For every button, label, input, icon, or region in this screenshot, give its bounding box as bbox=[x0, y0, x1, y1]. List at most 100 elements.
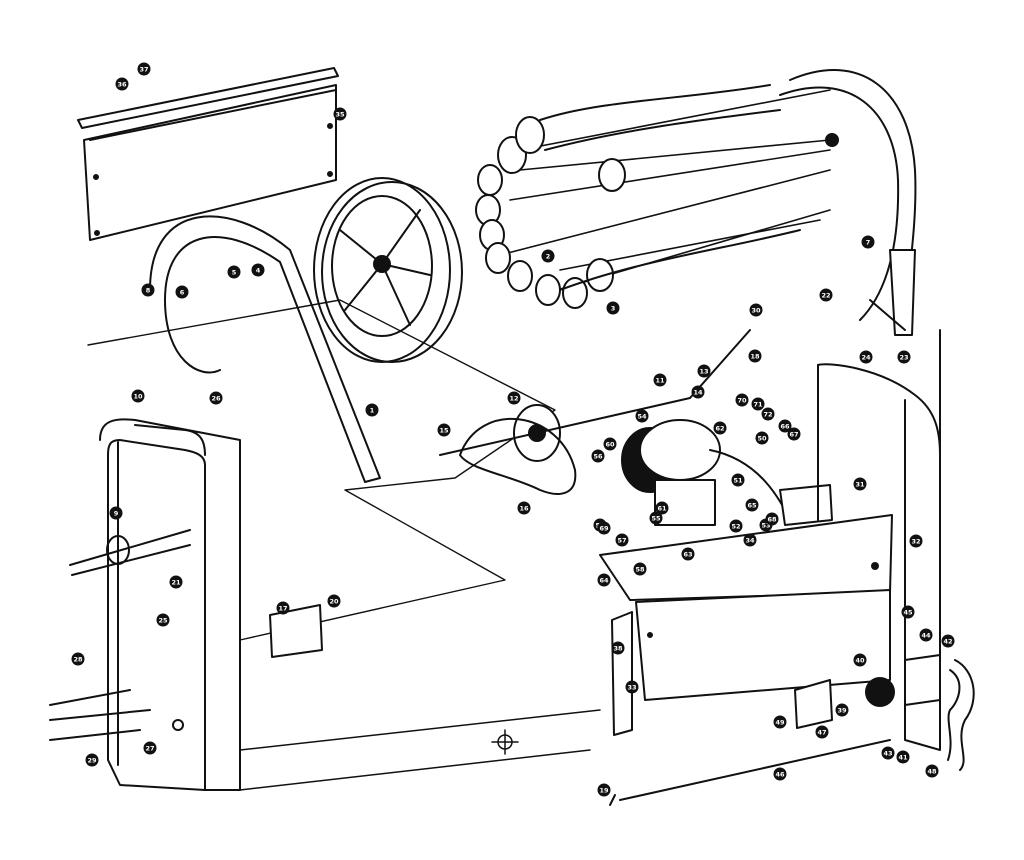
callout-number: 31 bbox=[855, 481, 865, 489]
callout-number: 43 bbox=[883, 750, 892, 758]
callout-number: 29 bbox=[87, 757, 97, 765]
callout-number: 67 bbox=[789, 431, 798, 439]
callout-14: 14 bbox=[691, 385, 705, 399]
callout-61: 61 bbox=[655, 501, 669, 515]
callout-number: 19 bbox=[599, 787, 609, 795]
callout-bubble bbox=[633, 562, 647, 576]
crosshair-mark bbox=[491, 729, 519, 755]
callout-bubble bbox=[853, 653, 867, 667]
callout-60: 60 bbox=[603, 437, 617, 451]
callout-2: 2 bbox=[541, 249, 555, 263]
callout-bubble bbox=[333, 107, 347, 121]
callout-number: 2 bbox=[546, 253, 551, 261]
callout-number: 3 bbox=[611, 305, 616, 313]
callout-number: 64 bbox=[599, 577, 609, 585]
callout-bubble bbox=[109, 506, 123, 520]
callout-8: 8 bbox=[141, 283, 155, 297]
callout-number: 15 bbox=[439, 427, 449, 435]
callout-number: 30 bbox=[751, 307, 761, 315]
drive-belt bbox=[149, 215, 381, 483]
callout-bubble bbox=[209, 391, 223, 405]
callout-number: 35 bbox=[335, 111, 345, 119]
callout-number: 47 bbox=[817, 729, 826, 737]
callout-bubble bbox=[606, 301, 620, 315]
callout-bubble bbox=[85, 753, 99, 767]
callout-bubble bbox=[773, 715, 787, 729]
callout-bubble bbox=[327, 594, 341, 608]
callout-number: 18 bbox=[750, 353, 760, 361]
callout-bubble bbox=[597, 573, 611, 587]
callout-47: 47 bbox=[815, 725, 829, 739]
callout-bubble bbox=[745, 498, 759, 512]
callout-30: 30 bbox=[749, 303, 763, 317]
callout-71: 71 bbox=[751, 397, 765, 411]
callout-27: 27 bbox=[143, 741, 157, 755]
callout-bubble bbox=[365, 403, 379, 417]
callout-56: 56 bbox=[591, 449, 605, 463]
top-panel bbox=[77, 67, 339, 241]
callout-number: 45 bbox=[903, 609, 913, 617]
callout-51: 51 bbox=[731, 473, 745, 487]
callout-64: 64 bbox=[597, 573, 611, 587]
callout-33: 33 bbox=[625, 680, 639, 694]
callout-number: 56 bbox=[593, 453, 603, 461]
callout-number: 5 bbox=[232, 269, 237, 277]
callout-37: 37 bbox=[137, 62, 151, 76]
callout-31: 31 bbox=[853, 477, 867, 491]
callout-number: 41 bbox=[898, 754, 908, 762]
callout-number: 66 bbox=[780, 423, 790, 431]
callout-bubble bbox=[755, 431, 769, 445]
callout-bubble bbox=[227, 265, 241, 279]
callout-24: 24 bbox=[859, 350, 873, 364]
control-panel bbox=[599, 514, 893, 701]
callout-bubble bbox=[71, 652, 85, 666]
callout-number: 65 bbox=[747, 502, 757, 510]
callout-bubble bbox=[713, 421, 727, 435]
callout-45: 45 bbox=[901, 605, 915, 619]
callout-number: 7 bbox=[866, 239, 871, 247]
callout-bubble bbox=[773, 767, 787, 781]
callout-5: 5 bbox=[227, 265, 241, 279]
callout-6: 6 bbox=[175, 285, 189, 299]
callout-35: 35 bbox=[333, 107, 347, 121]
callout-number: 55 bbox=[651, 515, 661, 523]
callout-bubble bbox=[819, 288, 833, 302]
callout-bubble bbox=[653, 373, 667, 387]
callout-bubble bbox=[743, 533, 757, 547]
callout-bubble bbox=[691, 385, 705, 399]
callout-21: 21 bbox=[169, 575, 183, 589]
callout-bubble bbox=[681, 547, 695, 561]
callout-bubble bbox=[611, 641, 625, 655]
callout-number: 51 bbox=[733, 477, 743, 485]
callout-7: 7 bbox=[861, 235, 875, 249]
callout-bubble bbox=[591, 449, 605, 463]
callout-number: 27 bbox=[145, 745, 154, 753]
callout-bubble bbox=[925, 764, 939, 778]
callout-bubble bbox=[615, 533, 629, 547]
callout-65: 65 bbox=[745, 498, 759, 512]
callout-46: 46 bbox=[773, 767, 787, 781]
callout-number: 28 bbox=[73, 656, 83, 664]
callout-number: 23 bbox=[899, 354, 908, 362]
callout-bubble bbox=[897, 350, 911, 364]
callout-40: 40 bbox=[853, 653, 867, 667]
callout-55: 55 bbox=[649, 511, 663, 525]
callout-9: 9 bbox=[109, 506, 123, 520]
callout-number: 71 bbox=[753, 401, 763, 409]
callout-12: 12 bbox=[507, 391, 521, 405]
callout-bubble bbox=[881, 746, 895, 760]
callout-bubble bbox=[156, 613, 170, 627]
callout-number: 14 bbox=[693, 389, 703, 397]
callout-bubble bbox=[507, 391, 521, 405]
roller-drum-cage bbox=[475, 69, 917, 336]
callout-bubble bbox=[635, 409, 649, 423]
callout-32: 32 bbox=[909, 534, 923, 548]
callout-bubble bbox=[778, 419, 792, 433]
callout-20: 20 bbox=[327, 594, 341, 608]
callout-number: 70 bbox=[737, 397, 747, 405]
left-end-frame bbox=[49, 418, 601, 791]
callout-26: 26 bbox=[209, 391, 223, 405]
callout-bubble bbox=[901, 605, 915, 619]
callout-number: 38 bbox=[613, 645, 623, 653]
callout-bubble bbox=[517, 501, 531, 515]
